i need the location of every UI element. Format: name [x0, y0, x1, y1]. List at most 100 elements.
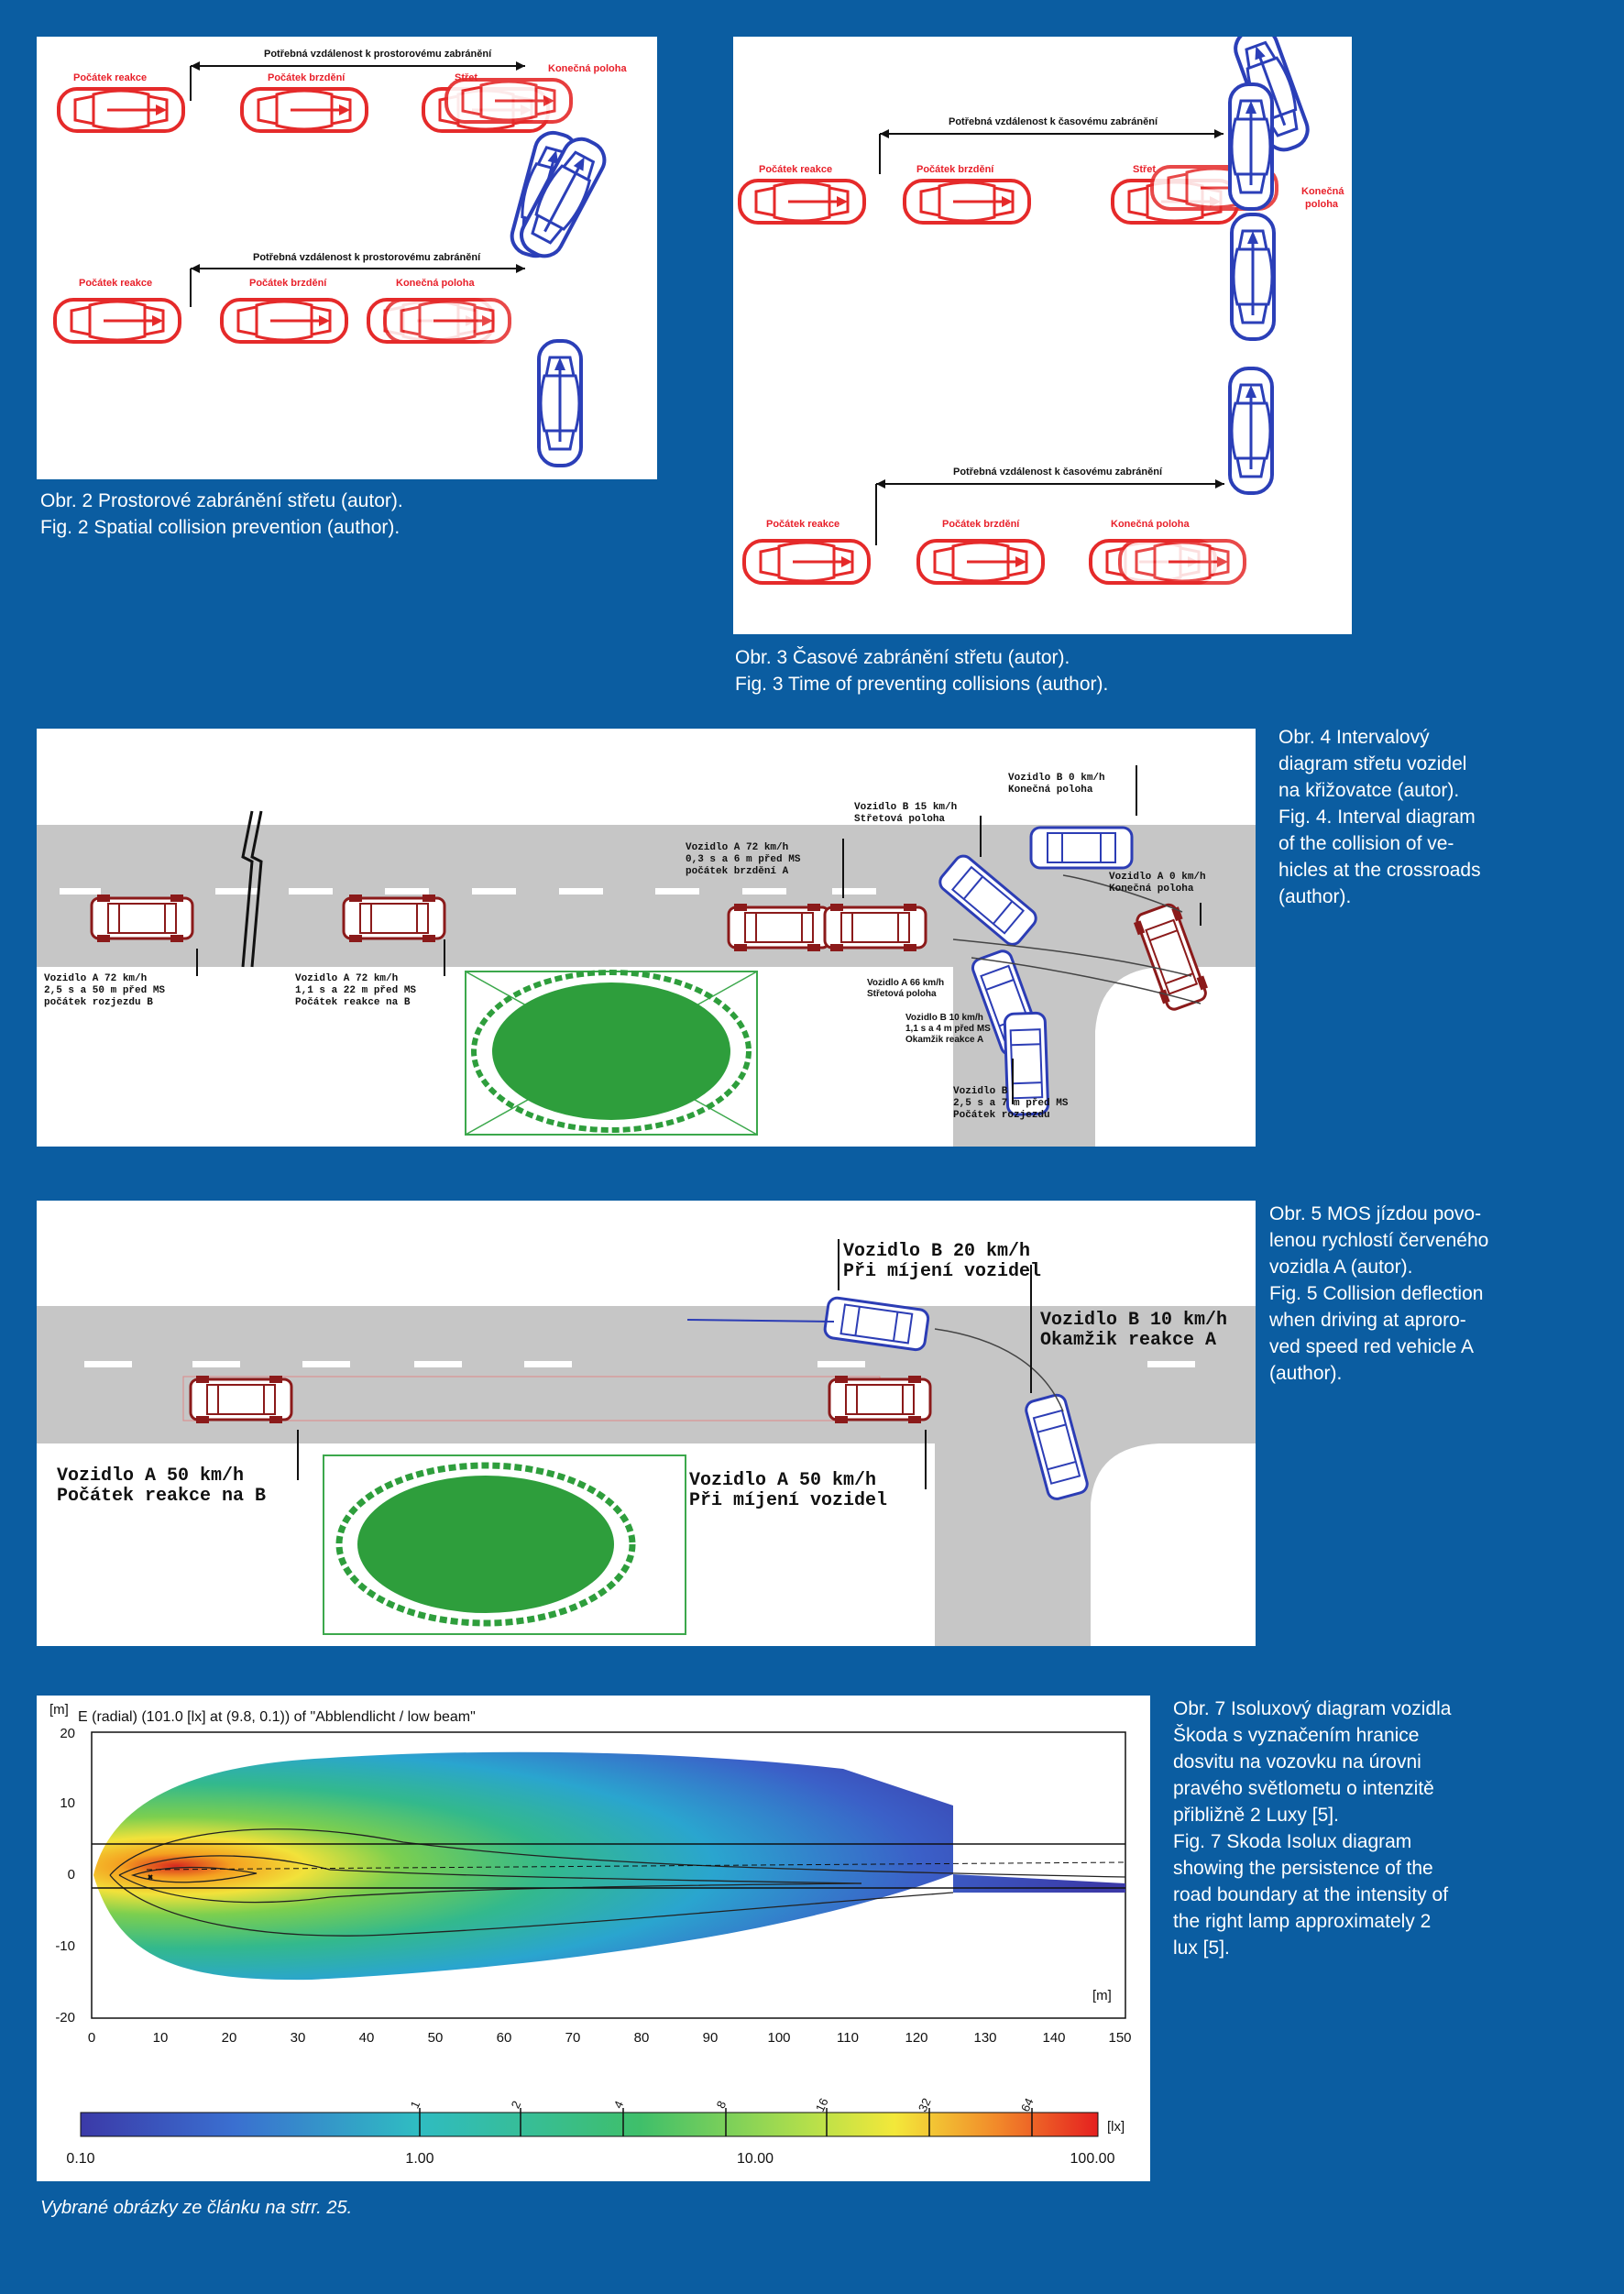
fig7-panel: [m] E (radial) (101.0 [lx] at (9.8, 0.1)…: [37, 1696, 1150, 2181]
fig7-xtick: 140: [1042, 2030, 1065, 2046]
fig7-scale-top: 4: [611, 2099, 627, 2111]
blue-car: [1228, 82, 1274, 211]
fig2-panel: Potřebná vzdálenost k prostorovému zabrá…: [37, 37, 657, 479]
fig5-panel: Vozidlo B 20 km/h Při míjení vozidel Voz…: [37, 1201, 1256, 1646]
fig4-caption-line: diagram střetu vozidel: [1278, 753, 1467, 774]
fig3-top-brzdeni: Počátek brzdění: [916, 164, 994, 175]
fig4-l6-a: Vozidlo A 0 km/h: [1109, 872, 1206, 883]
fig3-bottom-distance-label: Potřebná vzdálenost k časovému zabránění: [953, 466, 1163, 477]
fig3-top-reakce: Počátek reakce: [759, 164, 832, 175]
fig7-caption-line: the right lamp approximately 2: [1173, 1911, 1432, 1932]
vehicle-b: [1029, 826, 1134, 870]
fig4-l5-a: Vozidlo B 0 km/h: [1008, 773, 1105, 784]
fig5-caption-line: when driving at aproro-: [1269, 1310, 1466, 1331]
fig7-xtick: 20: [222, 2030, 237, 2046]
fig4-caption-line: Obr. 4 Intervalový: [1278, 727, 1430, 748]
fig2-bottom-konecna: Konečná poloha: [396, 278, 475, 289]
fig4-l4-a: Vozidlo B 15 km/h: [854, 802, 957, 813]
fig5-l2-a: Vozidlo B 10 km/h: [1040, 1310, 1227, 1331]
fig4-caption-line: hicles at the crossroads: [1278, 860, 1481, 881]
fig2-diagram: Potřebná vzdálenost k prostorovému zabrá…: [53, 49, 627, 467]
fig4-diagram: Vozidlo A 72 km/h 2,5 s a 50 m před MS p…: [37, 765, 1256, 1147]
fig5-caption-line: ved speed red vehicle A: [1269, 1336, 1474, 1357]
fig5-l1-b: Při míjení vozidel: [843, 1261, 1041, 1282]
fig7-caption-line: showing the persistence of the: [1173, 1858, 1433, 1879]
fig4-l3-a: Vozidlo A 72 km/h: [686, 842, 788, 853]
fig7-xtick: 30: [291, 2030, 306, 2046]
fig3-caption-en: Fig. 3 Time of preventing collisions (au…: [735, 674, 1109, 695]
blue-car: [1228, 367, 1274, 495]
fig7-scale-bottom: 10.00: [737, 2151, 774, 2167]
red-car: [53, 298, 181, 344]
fig4-l9-c: Počátek rozjezdu: [953, 1110, 1050, 1121]
red-car: [1118, 539, 1246, 585]
red-car: [240, 87, 368, 133]
blue-car: [1230, 213, 1276, 341]
fig4-l9-a: Vozidlo B: [953, 1086, 1008, 1097]
fig7-ytick: -20: [55, 2010, 75, 2025]
fig7-caption: Obr. 7 Isoluxový diagram vozidla Škoda s…: [1173, 1696, 1451, 1961]
fig7-scale-unit: [lx]: [1107, 2119, 1125, 2135]
fig7-y-unit: [m]: [49, 1702, 69, 1718]
fig2-caption-en: Fig. 2 Spatial collision prevention (aut…: [40, 517, 401, 538]
fig7-caption-line: Obr. 7 Isoluxový diagram vozidla: [1173, 1698, 1452, 1719]
fig3-bottom-konecna: Konečná poloha: [1111, 519, 1190, 530]
fig3-bottom-brzdeni: Počátek brzdění: [942, 519, 1020, 530]
fig7-scale-bottom: 0.10: [66, 2151, 94, 2167]
fig7-scale-bottom: 100.00: [1070, 2151, 1115, 2167]
fig7-xtick: 0: [88, 2030, 95, 2046]
fig7-caption-line: přibližně 2 Luxy [5].: [1173, 1805, 1339, 1826]
fig7-ytick: -10: [55, 1938, 75, 1954]
vehicle-a: [823, 902, 927, 953]
fig4-l5-b: Konečná poloha: [1008, 785, 1093, 796]
fig7-ytick: 20: [60, 1726, 75, 1741]
fig7-caption-line: road boundary at the intensity of: [1173, 1884, 1449, 1905]
fig4-l8-a: Vozidlo B 10 km/h: [905, 1013, 983, 1023]
fig7-ytick: 10: [60, 1795, 75, 1811]
fig5-caption-line: Obr. 5 MOS jízdou povo-: [1269, 1203, 1482, 1224]
red-car: [903, 179, 1031, 225]
fig7-scale-top: 2: [509, 2099, 524, 2111]
fig7-xtick: 50: [428, 2030, 444, 2046]
fig7-scale-top: 1: [408, 2099, 423, 2111]
red-car: [738, 179, 866, 225]
red-car: [444, 78, 573, 124]
vehicle-a: [342, 893, 446, 944]
fig7-xtick: 120: [905, 2030, 927, 2046]
fig4-caption-line: Fig. 4. Interval diagram: [1278, 807, 1476, 828]
fig7-caption-line: dosvitu na vozovku na úrovni: [1173, 1751, 1421, 1773]
red-car: [220, 298, 348, 344]
fig7-xtick: 130: [973, 2030, 996, 2046]
fig7-x-unit: [m]: [1092, 1988, 1112, 2003]
fig5-l1-a: Vozidlo B 20 km/h: [843, 1241, 1030, 1262]
vehicle-a: [828, 1374, 932, 1425]
fig7-xtick: 40: [359, 2030, 375, 2046]
fig4-caption-line: of the collision of ve-: [1278, 833, 1454, 854]
fig7-xtick: 150: [1108, 2030, 1131, 2046]
fig4-l7-b: Střetová poloha: [867, 989, 937, 999]
fig4-l8-c: Okamžik reakce A: [905, 1035, 983, 1045]
fig3-top-stret: Střet: [1133, 164, 1156, 175]
footer-note: Vybrané obrázky ze článku na strr. 25.: [40, 2198, 353, 2218]
red-car: [57, 87, 185, 133]
fig7-caption-line: Škoda s vyznačením hranice: [1173, 1725, 1420, 1746]
fig4-l2-b: 1,1 s a 22 m před MS: [295, 985, 416, 996]
lux-scale-bar: [80, 2112, 1099, 2137]
vehicle-a: [90, 893, 194, 944]
fig7-xtick: 80: [634, 2030, 650, 2046]
fig2-bottom-brzdeni: Počátek brzdění: [249, 278, 327, 289]
fig3-panel: Potřebná vzdálenost k časovému zabránění…: [733, 37, 1352, 634]
fig4-l2-a: Vozidlo A 72 km/h: [295, 973, 398, 984]
fig4-caption-line: (author).: [1278, 886, 1352, 907]
fig7-xtick: 60: [497, 2030, 512, 2046]
fig2-top-reakce: Počátek reakce: [73, 72, 147, 83]
fig3-top-konecna-2: poloha: [1305, 199, 1339, 210]
fig4-panel: Vozidlo A 72 km/h 2,5 s a 50 m před MS p…: [37, 729, 1256, 1147]
fig4-caption: Obr. 4 Intervalový diagram střetu vozide…: [1278, 724, 1481, 910]
fig5-caption-line: (author).: [1269, 1363, 1343, 1384]
fig7-ytick: 0: [68, 1867, 75, 1882]
fig4-l9-b: 2,5 s a 7 m před MS: [953, 1098, 1069, 1109]
fig7-caption-line: Fig. 7 Skoda Isolux diagram: [1173, 1831, 1412, 1852]
fig2-top-distance-label: Potřebná vzdálenost k prostorovému zabrá…: [264, 49, 492, 60]
fig7-title: E (radial) (101.0 [lx] at (9.8, 0.1)) of…: [78, 1709, 476, 1725]
